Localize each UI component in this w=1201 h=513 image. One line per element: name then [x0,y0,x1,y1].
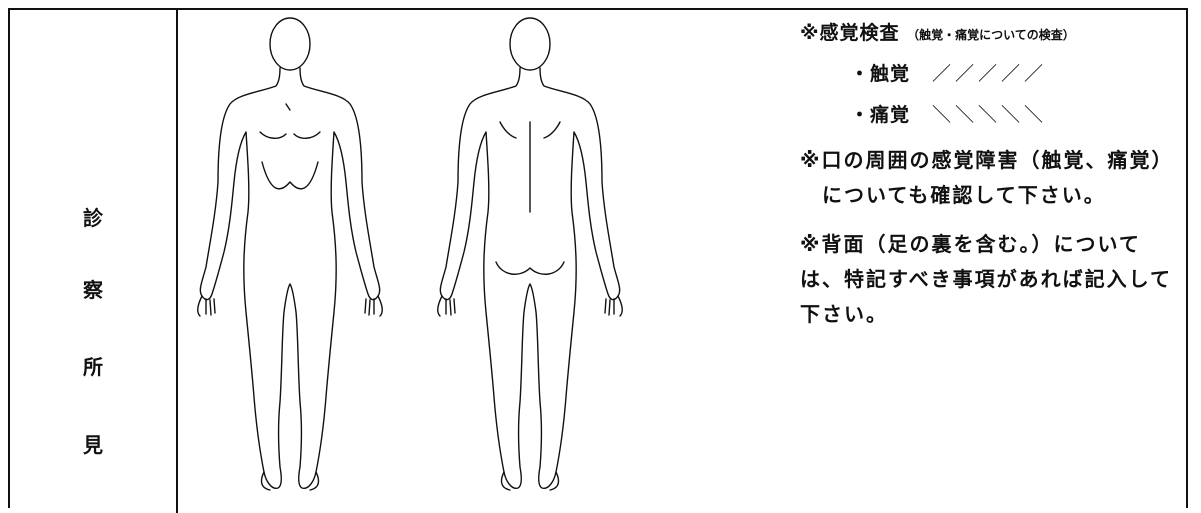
back-surface-note: ※背面（足の裏を含む。）については、特記すべき事項があれば記入して下さい。 [800,227,1175,332]
legend-touch: ・触覚 ／／／／／ [850,59,1190,86]
body-diagram-area[interactable] [190,12,790,507]
body-front-icon [198,18,382,490]
pain-hatch-mark: ＼＼＼＼＼ [932,104,1047,126]
body-back-icon [438,18,622,490]
section-label-examination-findings: 診 察 所 見 [10,10,176,510]
column-divider [176,8,178,513]
sensory-exam-title-text: ※感覚検査 [800,22,899,44]
section-label-char: 見 [10,435,176,455]
touch-hatch-mark: ／／／／／ [932,63,1047,85]
touch-label: ・触覚 [850,63,910,85]
legend-pain: ・痛覚 ＼＼＼＼＼ [850,100,1190,127]
pain-label: ・痛覚 [850,104,910,126]
mouth-sensory-note: ※口の周囲の感覚障害（触覚、痛覚）についても確認して下さい。 [800,143,1190,213]
section-label-char: 所 [10,357,176,377]
section-label-char: 診 [10,208,176,228]
sensory-exam-title: ※感覚検査 （触覚・痛覚についての検査） [800,18,1190,45]
notes-panel: ※感覚検査 （触覚・痛覚についての検査） ・触覚 ／／／／／ ・痛覚 ＼＼＼＼＼ ※… [800,18,1190,332]
sensory-exam-subtitle: （触覚・痛覚についての検査） [907,28,1075,42]
section-label-char: 察 [10,280,176,300]
